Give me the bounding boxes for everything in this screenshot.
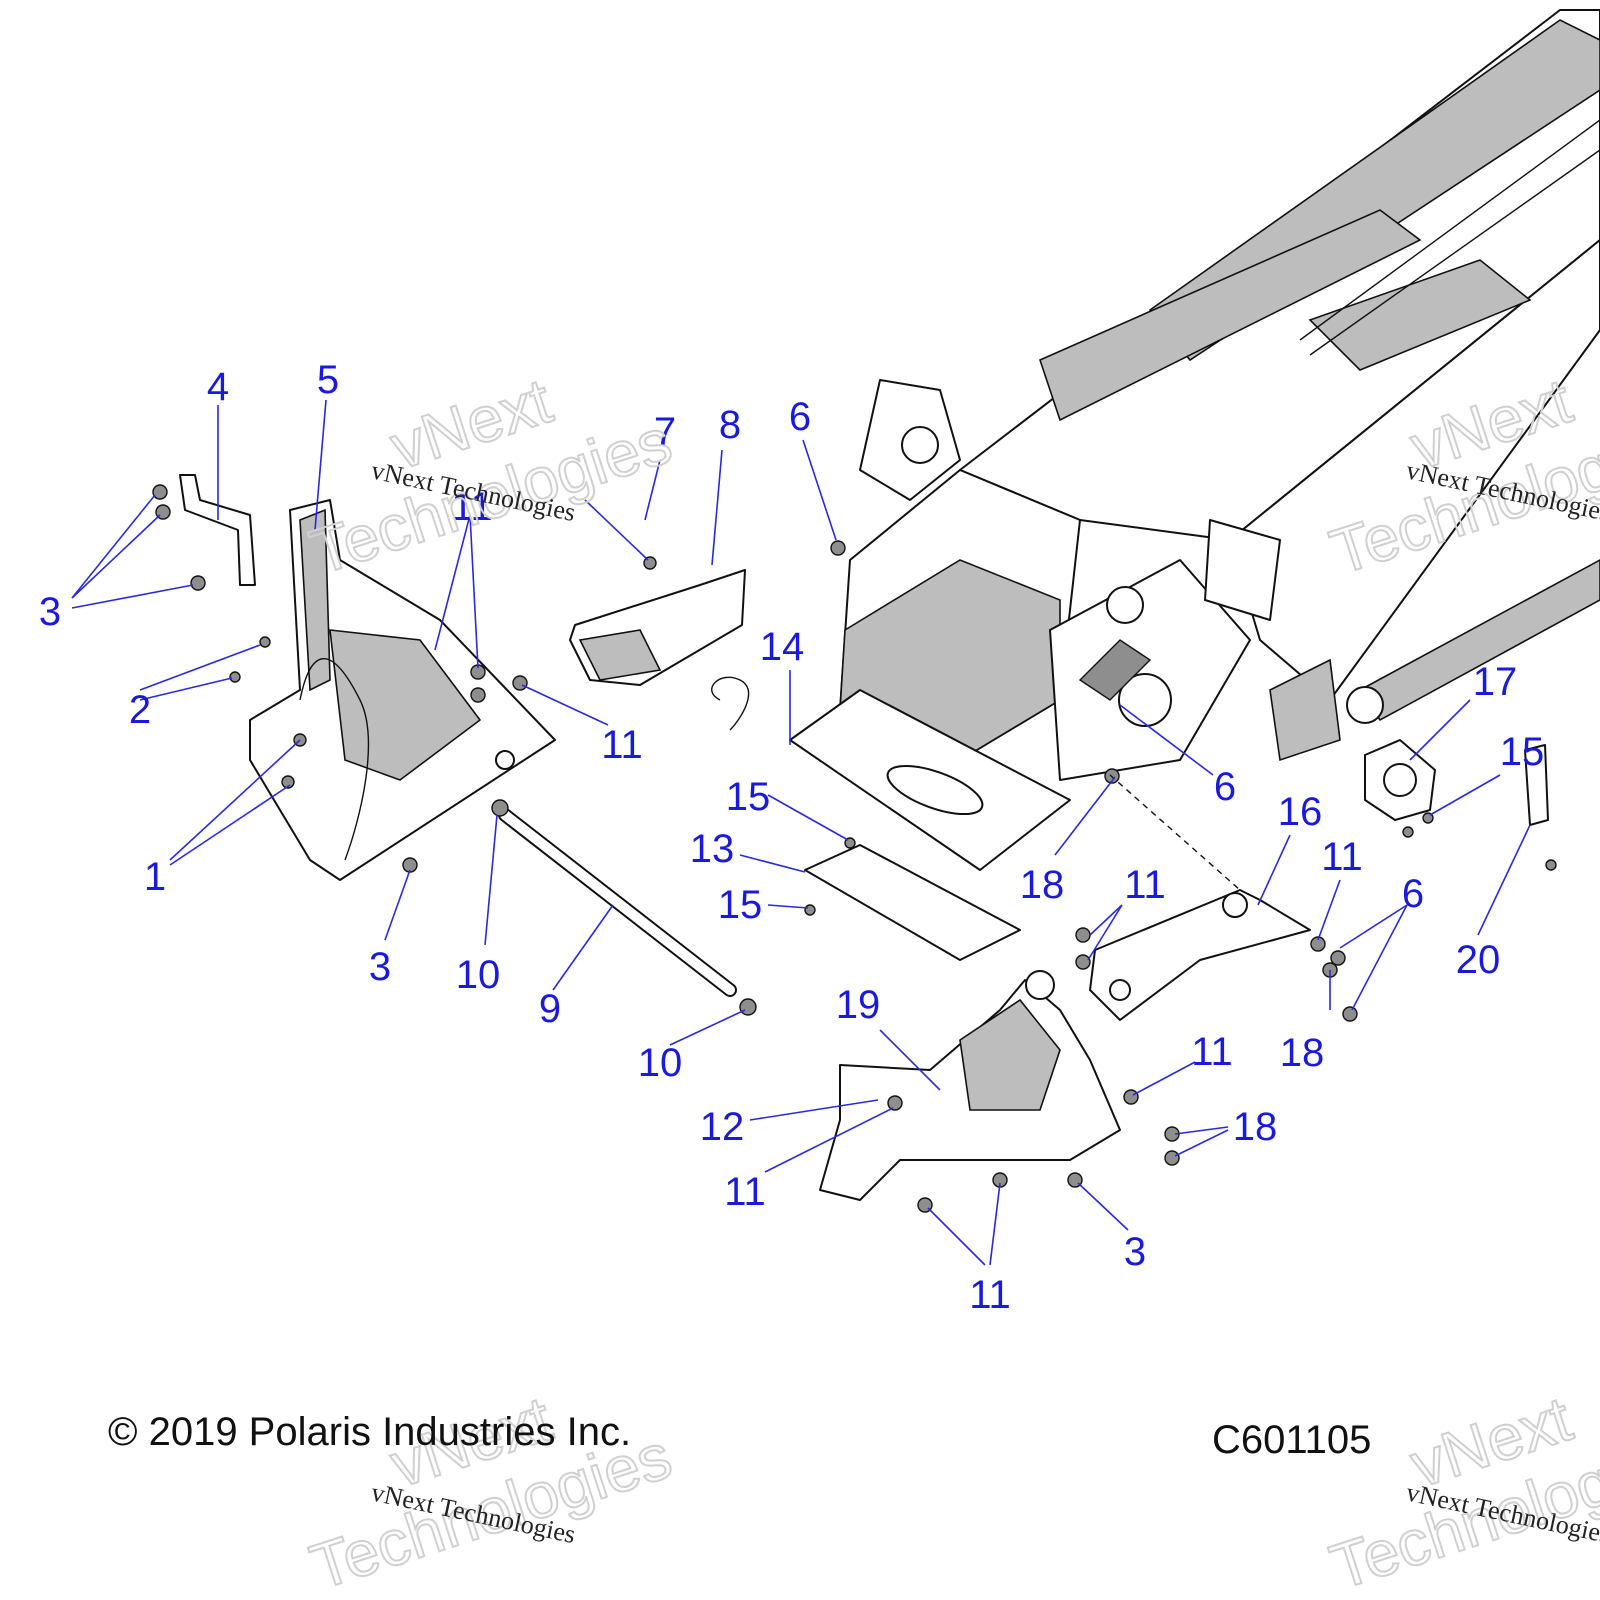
copyright-text: © 2019 Polaris Industries Inc. [108, 1410, 631, 1454]
callout-15: 15 [718, 883, 763, 927]
left-frame-5 [249, 499, 556, 881]
plate-17 [1364, 739, 1436, 821]
callout-11: 11 [451, 485, 493, 529]
callout-11: 11 [1191, 1030, 1233, 1074]
callout-5: 5 [317, 358, 339, 402]
callout-19: 19 [836, 983, 881, 1027]
bracket-4 [179, 474, 256, 586]
callout-11: 11 [969, 1273, 1011, 1317]
callout-1: 1 [144, 855, 166, 899]
callout-18: 18 [1233, 1105, 1278, 1149]
callout-20: 20 [1456, 938, 1501, 982]
alignment-line [1109, 774, 1241, 891]
callout-18: 18 [1020, 863, 1065, 907]
floor-plate-14 [711, 676, 1071, 871]
callout-14: 14 [760, 625, 805, 669]
callout-16: 16 [1278, 790, 1323, 834]
callout-3: 3 [39, 590, 61, 634]
callout-13: 13 [690, 827, 735, 871]
mount-8 [569, 569, 746, 686]
callout-6: 6 [1214, 765, 1236, 809]
plate-13 [804, 844, 1021, 961]
callout-10: 10 [456, 953, 501, 997]
callout-6: 6 [789, 395, 811, 439]
callout-6: 6 [1402, 872, 1424, 916]
fasteners [152, 484, 1557, 1213]
callout-11: 11 [601, 723, 643, 767]
callout-17: 17 [1473, 660, 1518, 704]
lower-frame-19 [819, 970, 1121, 1201]
callout-11: 11 [1124, 863, 1166, 907]
diagram-code: C601105 [1212, 1418, 1371, 1462]
callout-8: 8 [719, 403, 741, 447]
callout-4: 4 [207, 365, 229, 409]
callout-18: 18 [1280, 1031, 1325, 1075]
shaft-9 [498, 808, 737, 997]
callout-11: 11 [724, 1170, 766, 1214]
callout-10: 10 [638, 1041, 683, 1085]
part-20 [1524, 744, 1549, 826]
leader-lines [71, 399, 1531, 1266]
callout-7: 7 [654, 410, 676, 454]
callout-15: 15 [726, 775, 771, 819]
callout-2: 2 [129, 688, 151, 732]
callout-labels: 4 5 3 2 1 3 11 11 7 8 6 14 15 13 15 10 9… [39, 358, 1544, 1317]
tunnel-assembly [839, 9, 1600, 781]
callout-12: 12 [700, 1105, 745, 1149]
callout-15: 15 [1500, 730, 1545, 774]
callout-11: 11 [1321, 835, 1363, 879]
callout-3: 3 [1124, 1230, 1146, 1274]
rear-bracket-16 [1089, 889, 1311, 1021]
callout-9: 9 [539, 987, 561, 1031]
callout-3: 3 [369, 945, 391, 989]
